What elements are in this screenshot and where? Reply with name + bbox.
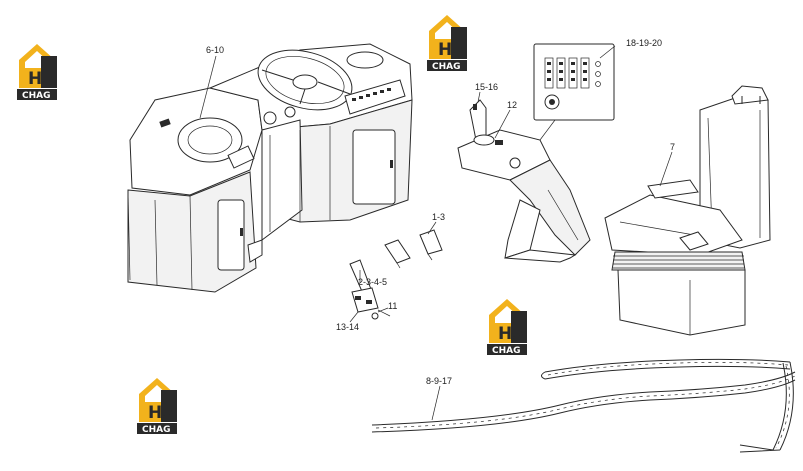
callout-12: 12 [507,100,517,110]
joystick-armrest-assembly [457,43,615,263]
callout-8-9-17: 8-9-17 [426,376,452,386]
logo-side [41,56,57,88]
logo-band [137,423,177,434]
drive-chain [371,358,796,453]
brand-logo-top-left: H3 CHAG [17,44,57,101]
pedal-assembly [349,229,443,320]
logo-wordmark: CHAG [22,91,51,101]
callout-13-14: 13-14 [336,322,359,332]
operator-seat [604,85,771,336]
switch-panel [544,57,601,110]
logo-mark: H3 [498,324,524,344]
logo-mark: H3 [438,40,464,60]
logo-side [451,27,467,59]
callout-1-3: 1-3 [432,212,445,222]
brand-logo-top-center: H3 CHAG [427,15,467,72]
logo-wordmark: CHAG [142,425,171,435]
callout-2-3-4-5: 2-3-4-5 [358,277,387,287]
callout-11: 11 [388,301,397,311]
callout-7: 7 [670,142,675,152]
logo-side [161,390,177,422]
callout-15-16: 15-16 [475,82,498,92]
brand-logo-bottom-left: H3 CHAG [137,378,177,435]
callout-6-10: 6-10 [206,45,224,55]
control-panel-buttons [352,88,391,101]
brand-logo-middle-right: H3 CHAG [487,299,527,356]
logo-wordmark: CHAG [432,62,461,72]
callout-18-19-20: 18-19-20 [626,38,662,48]
logo-mark: H3 [148,403,174,423]
logo-band [487,344,527,355]
leader-lines [199,45,673,421]
logo-wordmark: CHAG [492,346,521,356]
logo-band [17,89,57,100]
logo-mark: H3 [28,69,54,89]
dashboard-console [127,43,413,293]
logo-side [511,311,527,343]
logo-band [427,60,467,71]
